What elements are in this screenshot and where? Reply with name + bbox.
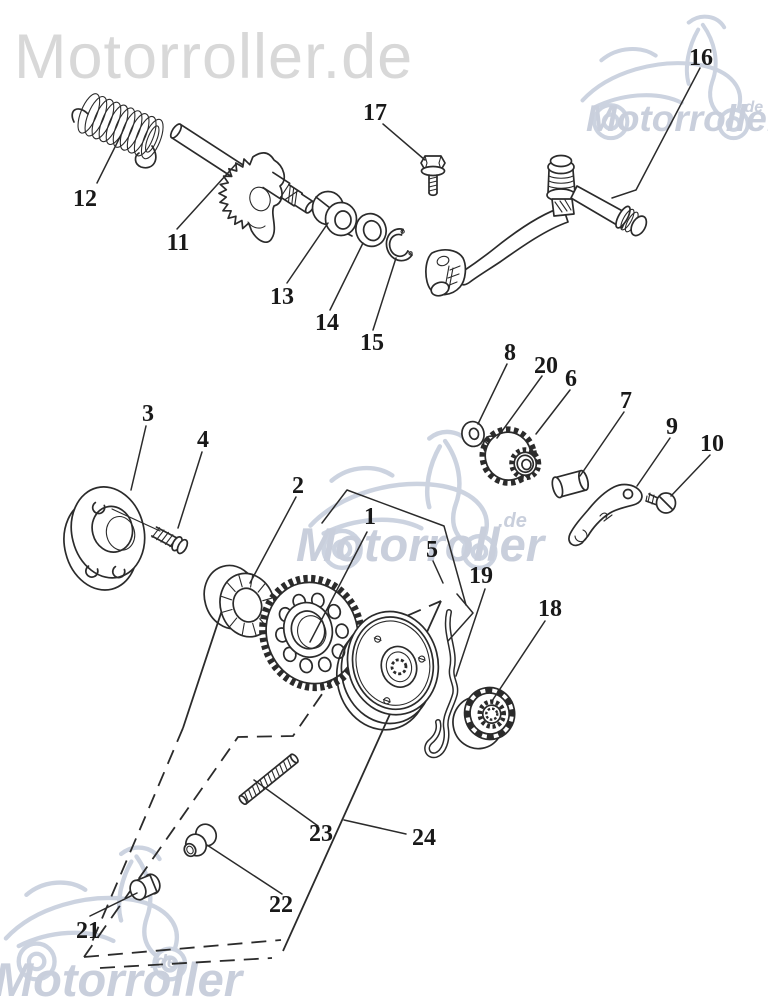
- part-label-4: 4: [197, 427, 209, 453]
- watermark-tld-center: .de: [498, 510, 527, 532]
- shoulder-pin-drawing: [183, 823, 218, 858]
- part-labels: 1 2 3 4 5 6 7 8 9 10 11 12 13 14 15 16 1…: [73, 45, 724, 944]
- stopper-plate-drawing: [568, 483, 643, 547]
- part-label-6: 6: [565, 366, 577, 392]
- lever-washer-drawing: [355, 212, 387, 248]
- lever-bolt-drawing: [420, 155, 446, 197]
- watermark-name-bottomleft: Motorroller: [0, 953, 245, 999]
- clutch-drum-drawing: [335, 610, 440, 731]
- part-label-14: 14: [315, 310, 339, 336]
- idler-gear-drawing: [479, 426, 542, 486]
- watermark-tld-topright: .de: [740, 99, 763, 116]
- watermark-layer: Motorroller.de Motorroller .de Motorroll…: [0, 17, 768, 999]
- part-label-5: 5: [426, 537, 438, 563]
- part-label-18: 18: [538, 596, 562, 622]
- watermark-name-topright: Motorroller: [586, 98, 768, 139]
- part-label-1: 1: [364, 504, 376, 530]
- part-label-13: 13: [270, 284, 294, 310]
- part-label-22: 22: [269, 892, 293, 918]
- part-label-11: 11: [167, 230, 190, 256]
- leader-lines: [89, 67, 711, 917]
- part-label-2: 2: [292, 473, 304, 499]
- retainer-screw-drawing: [111, 508, 189, 555]
- lever-bushing-drawing: [311, 190, 358, 237]
- friction-spring-clip-drawing: [424, 609, 459, 759]
- part-label-15: 15: [360, 330, 384, 356]
- part-label-19: 19: [469, 563, 493, 589]
- idler-washer-drawing: [461, 420, 485, 448]
- part-label-9: 9: [666, 414, 678, 440]
- starter-clutch-gear-drawing: [259, 574, 365, 692]
- part-label-16: 16: [689, 45, 713, 71]
- starter-pinion-drawing: [452, 686, 516, 750]
- kickstarter-spindle-drawing: [169, 123, 316, 244]
- part-label-12: 12: [73, 186, 97, 212]
- part-label-20: 20: [534, 353, 558, 379]
- part-label-10: 10: [700, 431, 724, 457]
- return-spring-drawing: [71, 93, 164, 169]
- watermark-tld-bottomleft: .de: [150, 952, 178, 973]
- part-label-23: 23: [309, 821, 333, 847]
- part-label-3: 3: [142, 401, 154, 427]
- assembly-brackets: [321, 489, 474, 642]
- part-label-24: 24: [412, 825, 436, 851]
- watermark-name-center: Motorroller: [296, 518, 547, 571]
- idler-pin-drawing: [551, 469, 590, 499]
- spring-rod-drawing: [238, 753, 299, 806]
- kickstarter-lever-drawing: [425, 154, 648, 297]
- circlip-drawing: [385, 228, 413, 262]
- part-label-21: 21: [76, 918, 100, 944]
- cap-drawing: [129, 873, 161, 901]
- retainer-plate-drawing: [63, 486, 146, 591]
- stopper-screw-drawing: [645, 492, 677, 514]
- part-label-7: 7: [620, 388, 632, 414]
- part-label-17: 17: [363, 100, 387, 126]
- brand-logo-text: Motorroller.de: [14, 22, 413, 92]
- part-label-8: 8: [504, 340, 516, 366]
